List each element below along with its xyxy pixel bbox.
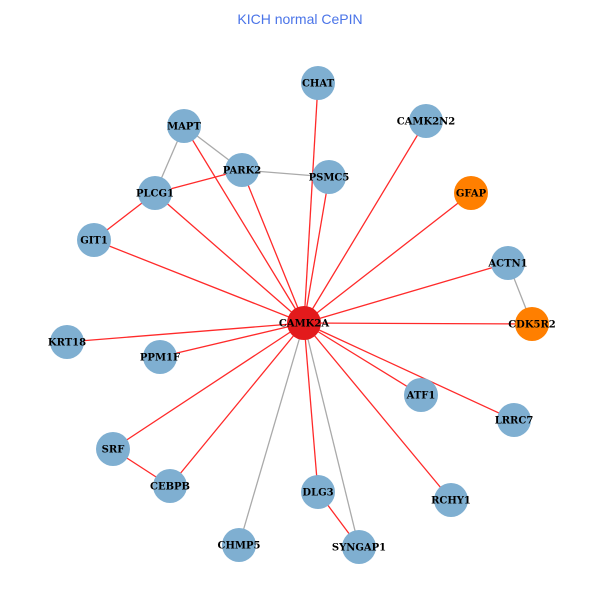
edge-camk2a-park2 <box>241 169 305 324</box>
node-circle <box>138 176 172 210</box>
node-camk2a: CAMK2A <box>279 306 329 340</box>
node-label: GFAP <box>456 189 487 200</box>
edge-camk2a-dlg3 <box>303 322 319 493</box>
edge-camk2a-rchy1 <box>303 322 452 501</box>
node-actn1: ACTN1 <box>487 246 528 280</box>
node-syngap1: SYNGAP1 <box>332 530 386 564</box>
node-label: ACTN1 <box>487 259 527 270</box>
node-label: CEBPB <box>150 482 190 493</box>
node-psmc5: PSMC5 <box>309 160 350 194</box>
node-circle <box>497 403 531 437</box>
node-chmp5: CHMP5 <box>218 528 261 562</box>
node-label: MAPT <box>167 122 201 133</box>
edge-camk2a-mapt <box>183 125 305 324</box>
node-label: CDK5R2 <box>508 320 556 331</box>
figure-title: KICH normal CePIN <box>237 11 363 27</box>
node-atf1: ATF1 <box>404 378 438 412</box>
node-krt18: KRT18 <box>48 325 86 359</box>
node-circle <box>434 483 468 517</box>
edge-camk2a-actn1 <box>303 262 509 324</box>
edge-camk2a-git1 <box>93 239 305 324</box>
node-label: PARK2 <box>223 166 262 177</box>
edge-camk2a-gfap <box>303 192 472 324</box>
node-git1: GIT1 <box>77 223 111 257</box>
node-circle <box>167 109 201 143</box>
node-gfap: GFAP <box>454 176 488 210</box>
node-circle <box>404 378 438 412</box>
node-circle <box>342 530 376 564</box>
node-circle <box>225 153 259 187</box>
node-ppm1f: PPM1F <box>140 340 180 374</box>
edge-camk2a-lrrc7 <box>303 322 515 421</box>
node-label: SYNGAP1 <box>332 543 386 554</box>
node-circle <box>77 223 111 257</box>
node-label: RCHY1 <box>431 496 471 507</box>
node-label: KRT18 <box>48 338 86 349</box>
node-cdk5r2: CDK5R2 <box>508 307 556 341</box>
node-circle <box>454 176 488 210</box>
node-circle <box>409 104 443 138</box>
node-dlg3: DLG3 <box>301 475 335 509</box>
node-plcg1: PLCG1 <box>136 176 174 210</box>
node-label: PLCG1 <box>136 189 174 200</box>
node-label: CAMK2N2 <box>397 117 456 128</box>
edge-camk2a-chat <box>303 82 319 324</box>
node-rchy1: RCHY1 <box>431 483 471 517</box>
edge-camk2a-camk2n2 <box>303 120 427 324</box>
edge-camk2a-ppm1f <box>159 322 305 358</box>
edge-camk2a-syngap1 <box>303 322 360 548</box>
node-label: CAMK2A <box>279 319 329 330</box>
node-srf: SRF <box>96 432 130 466</box>
node-label: PPM1F <box>140 353 180 364</box>
node-label: PSMC5 <box>309 173 350 184</box>
node-circle <box>50 325 84 359</box>
node-label: GIT1 <box>80 236 108 247</box>
node-circle <box>287 306 321 340</box>
node-label: SRF <box>102 445 125 456</box>
edge-camk2a-krt18 <box>66 322 305 343</box>
edge-camk2a-cebpb <box>169 322 305 487</box>
node-label: LRRC7 <box>495 416 534 427</box>
node-park2: PARK2 <box>223 153 262 187</box>
edge-camk2a-cdk5r2 <box>303 322 533 325</box>
node-label: CHMP5 <box>218 541 261 552</box>
node-circle <box>222 528 256 562</box>
node-label: ATF1 <box>406 391 436 402</box>
edge-camk2a-psmc5 <box>303 176 330 324</box>
node-label: CHAT <box>302 79 335 90</box>
edge-camk2a-plcg1 <box>154 192 305 324</box>
node-camk2n2: CAMK2N2 <box>397 104 456 138</box>
node-circle <box>143 340 177 374</box>
node-circle <box>301 475 335 509</box>
node-circle <box>96 432 130 466</box>
node-lrrc7: LRRC7 <box>495 403 534 437</box>
node-circle <box>301 66 335 100</box>
node-circle <box>491 246 525 280</box>
node-circle <box>153 469 187 503</box>
node-chat: CHAT <box>301 66 335 100</box>
node-cebpb: CEBPB <box>150 469 190 503</box>
node-label: DLG3 <box>302 488 333 499</box>
edge-camk2a-chmp5 <box>238 322 305 546</box>
node-circle <box>312 160 346 194</box>
node-circle <box>515 307 549 341</box>
edge-camk2a-srf <box>112 322 305 450</box>
edge-camk2a-atf1 <box>303 322 422 396</box>
node-mapt: MAPT <box>167 109 201 143</box>
